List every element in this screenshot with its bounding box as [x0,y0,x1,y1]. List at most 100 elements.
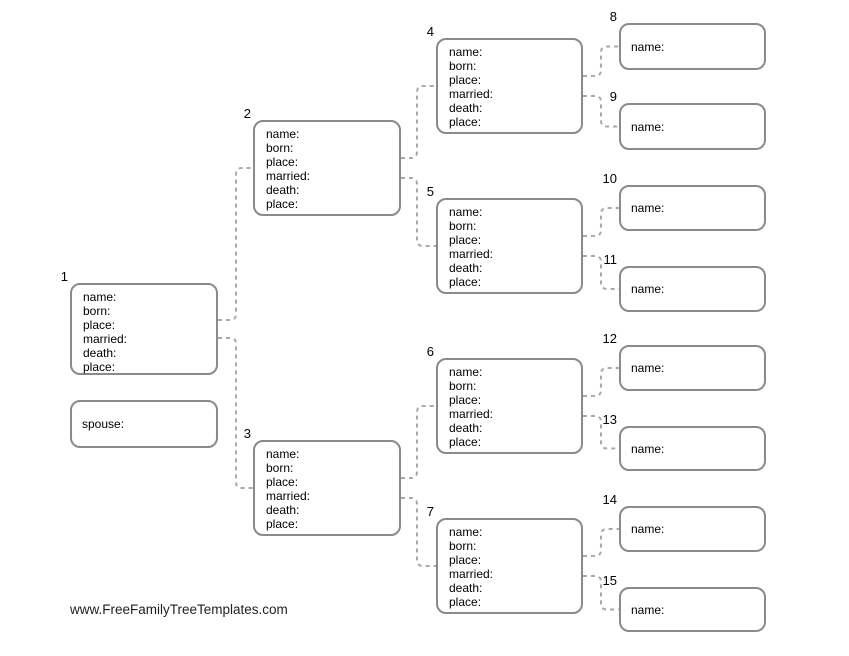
field-label: name: [449,205,483,219]
person-box-6[interactable]: 6 name:born:place:married:death:place: [427,345,583,454]
person-fields: name:born:place:married:death:place: [72,285,216,374]
name-field-label: name: [631,522,665,536]
field-label: place: [449,232,482,247]
person-box-9[interactable]: 9 name: [610,90,766,150]
field-label: place: [449,72,482,87]
box-number: 6 [426,344,434,359]
field-label: married: [449,86,494,101]
connector-7-14 [583,528,619,557]
box-number: 2 [243,106,251,121]
field-label: place: [449,594,482,609]
connector-4-8 [583,45,619,77]
field-label: place: [83,359,116,374]
person-box-12[interactable]: 12 name: [603,332,766,391]
name-field-label: name: [631,282,665,296]
box-number: 3 [243,426,251,441]
field-label: married: [266,168,311,183]
field-label: death: [449,420,483,435]
field-label: born: [449,378,477,393]
name-field-label: name: [631,201,665,215]
spouse-box[interactable]: spouse: [70,400,218,448]
person-box-2[interactable]: 2 name:born:place:married:death:place: [244,107,401,216]
box-number: 13 [602,412,617,427]
person-box-3[interactable]: 3 name:born:place:married:death:place: [244,427,401,536]
field-label: place: [266,196,299,211]
field-label: name: [266,447,300,461]
field-label: place: [449,434,482,449]
person-fields: name:born:place:married:death:place: [438,200,581,289]
box-number: 5 [426,184,434,199]
connector-7-15 [583,575,619,611]
field-label: death: [449,100,483,115]
connector-6-13 [583,415,619,450]
box-number: 10 [602,171,617,186]
person-fields: name:born:place:married:death:place: [438,520,581,609]
connector-2-5 [401,177,436,247]
field-label: name: [83,290,117,304]
field-label: place: [266,154,299,169]
person-box-10[interactable]: 10 name: [603,172,766,231]
field-label: born: [449,538,477,553]
field-label: place: [449,274,482,289]
field-label: place: [83,317,116,332]
box-number: 1 [60,269,68,284]
person-box-5[interactable]: 5 name:born:place:married:death:place: [427,185,583,294]
box-number: 9 [609,89,617,104]
field-label: place: [449,392,482,407]
field-label: name: [266,127,300,141]
name-field-label: name: [631,361,665,375]
field-label: married: [449,406,494,421]
field-label: death: [449,580,483,595]
connector-5-10 [583,207,619,237]
field-label: married: [449,566,494,581]
box-number: 7 [426,504,434,519]
box-number: 8 [609,9,617,24]
person-box-1[interactable]: 1 name:born:place:married:death:place: [61,270,218,375]
person-fields: name:born:place:married:death:place: [438,360,581,449]
name-field-label: name: [631,602,665,617]
field-label: place: [266,516,299,531]
person-box-8[interactable]: 8 name: [610,10,766,70]
field-label: place: [266,474,299,489]
connector-2-4 [401,85,436,159]
box-number: 14 [602,492,617,507]
person-box-15[interactable]: 15 name: [603,574,766,632]
connector-6-12 [583,367,619,397]
person-fields: name:born:place:married:death:place: [438,40,581,129]
person-box-11[interactable]: 11 name: [604,253,766,312]
field-label: born: [449,218,477,233]
field-label: born: [266,460,294,475]
box-number: 15 [602,573,617,588]
field-label: name: [449,45,483,59]
watermark-url: www.FreeFamilyTreeTemplates.com [70,602,288,617]
connector-1-2 [218,167,253,321]
person-fields: name:born:place:married:death:place: [255,442,399,531]
field-label: born: [83,303,111,318]
field-label: death: [266,182,300,197]
box-number: 12 [602,331,617,346]
name-field-label: name: [631,39,665,54]
name-field-label: name: [631,441,665,456]
person-fields: name:born:place:married:death:place: [255,122,399,211]
field-label: place: [449,552,482,567]
connector-3-6 [401,405,436,479]
connector-1-3 [218,337,253,489]
person-box-14[interactable]: 14 name: [603,493,766,552]
person-box-4[interactable]: 4 name:born:place:married:death:place: [427,25,583,134]
spouse-field-label: spouse: [82,417,125,431]
field-label: name: [449,365,483,379]
field-label: married: [449,246,494,261]
name-field-label: name: [631,119,665,134]
connector-5-11 [583,255,619,290]
field-label: place: [449,114,482,129]
box-number: 4 [426,24,434,39]
person-box-13[interactable]: 13 name: [603,413,766,471]
field-label: born: [449,58,477,73]
person-box-7[interactable]: 7 name:born:place:married:death:place: [427,505,583,614]
box-number: 11 [603,252,618,267]
field-label: born: [266,140,294,155]
field-label: married: [266,488,311,503]
field-label: name: [449,525,483,539]
field-label: death: [449,260,483,275]
